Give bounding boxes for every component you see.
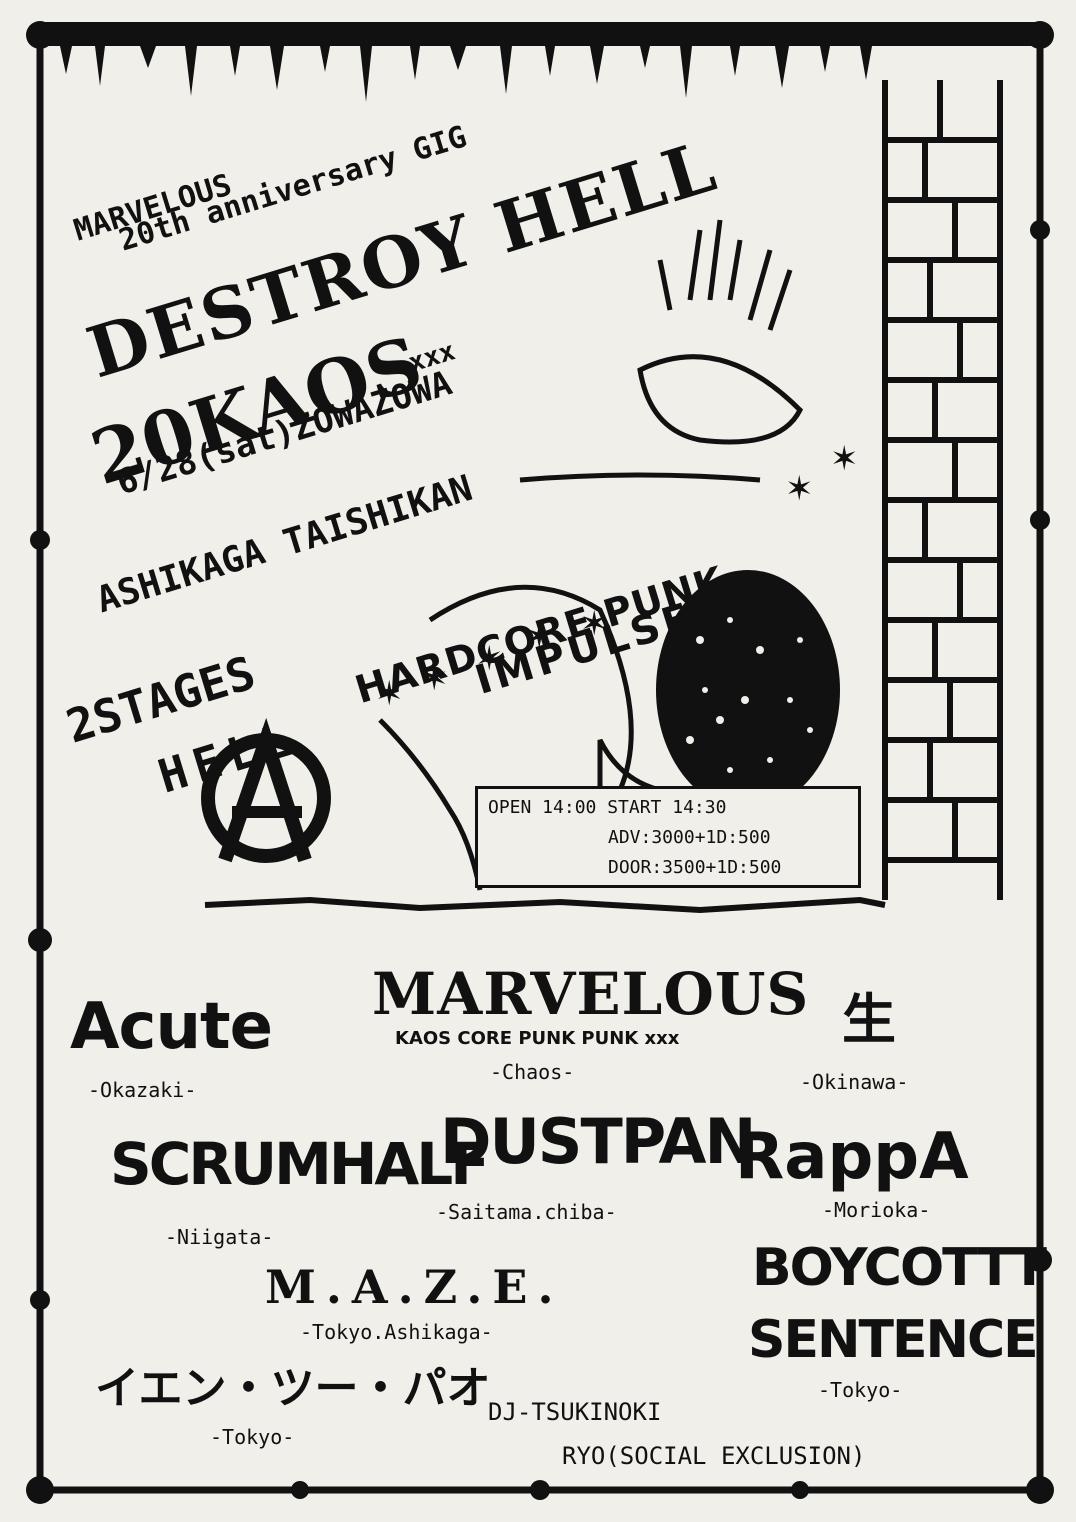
place-ientsupao: -Tokyo- bbox=[210, 1425, 295, 1449]
svg-text:✶: ✶ bbox=[525, 617, 554, 657]
band-marvelous-sub: KAOS CORE PUNK PUNK xxx bbox=[395, 1028, 680, 1049]
dj-line-1: DJ-TSUKINOKI bbox=[488, 1398, 662, 1426]
svg-text:✶: ✶ bbox=[785, 469, 814, 509]
star-icons: ✶ ✶ ✶ ✶ ✶ ✶ ✶ bbox=[375, 439, 859, 714]
band-boycottt: BOYCOTTT bbox=[752, 1238, 1047, 1298]
svg-text:✶: ✶ bbox=[420, 659, 449, 699]
svg-text:✶: ✶ bbox=[475, 639, 504, 679]
band-rappa: RappA bbox=[735, 1120, 969, 1194]
dripping-top bbox=[40, 22, 1040, 102]
svg-text:✶: ✶ bbox=[375, 674, 404, 714]
band-sentence: SENTENCE bbox=[748, 1310, 1039, 1370]
band-ientsupao: イエン・ツー・パオ bbox=[95, 1363, 491, 1414]
place-maze: -Tokyo.Ashikaga- bbox=[300, 1320, 493, 1344]
barbs bbox=[26, 21, 1054, 1504]
place-rappa: -Morioka- bbox=[822, 1198, 931, 1222]
band-dustpan: DUSTPAN bbox=[440, 1105, 756, 1178]
dj-line-2: RYO(SOCIAL EXCLUSION) bbox=[562, 1442, 866, 1470]
svg-text:✶: ✶ bbox=[830, 439, 859, 479]
place-scrumhalf: -Niigata- bbox=[165, 1225, 274, 1249]
anarchy-icon bbox=[201, 717, 331, 863]
band-scrumhalf: SCRUMHALF bbox=[110, 1130, 490, 1198]
info-box: OPEN 14:00 START 14:30 ADV:3000+1D:500 D… bbox=[475, 786, 861, 888]
svg-text:✶: ✶ bbox=[580, 604, 609, 644]
info-adv: ADV:3000+1D:500 bbox=[608, 827, 771, 848]
band-acute: Acute bbox=[70, 990, 273, 1064]
info-door: DOOR:3500+1D:500 bbox=[608, 857, 782, 878]
brick-wall bbox=[882, 80, 1003, 900]
ground-line bbox=[204, 896, 886, 914]
band-marvelous: MARVELOUS bbox=[372, 960, 810, 1028]
place-acute: -Okazaki- bbox=[88, 1078, 197, 1102]
place-nama: -Okinawa- bbox=[800, 1070, 909, 1094]
place-marvelous: -Chaos- bbox=[490, 1060, 575, 1084]
info-open-start: OPEN 14:00 START 14:30 bbox=[488, 797, 727, 818]
place-boycottt: -Tokyo- bbox=[818, 1378, 903, 1402]
punk-head-illustration bbox=[378, 219, 840, 891]
band-maze: M.A.Z.E. bbox=[265, 1260, 564, 1314]
place-dustpan: -Saitama.chiba- bbox=[436, 1200, 617, 1224]
band-nama: 生 bbox=[842, 987, 896, 1051]
